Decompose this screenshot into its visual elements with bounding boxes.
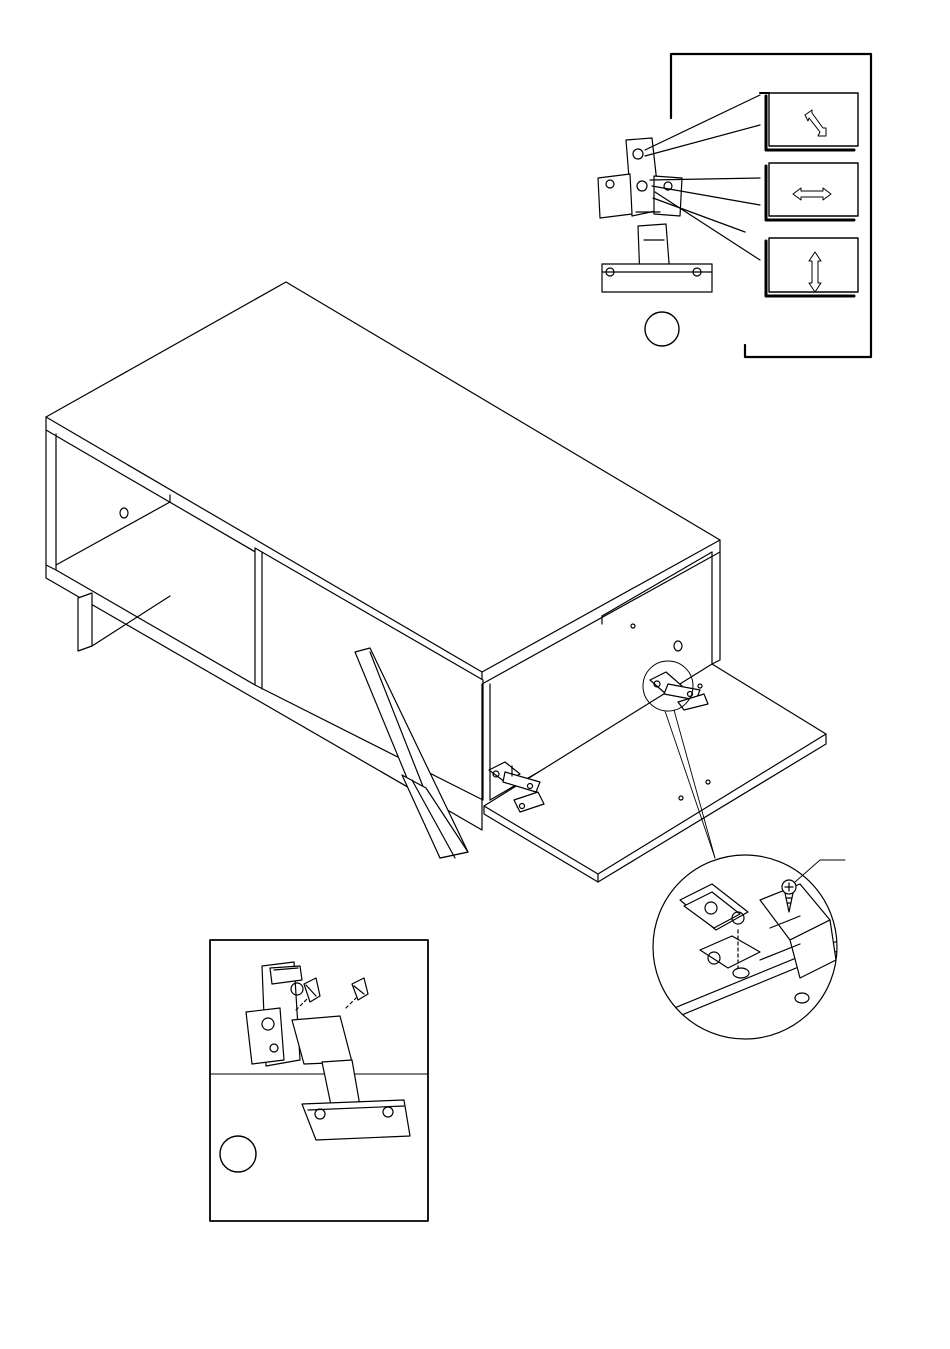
door-panel (484, 664, 826, 874)
hinge-detail-enlarged (650, 855, 845, 1039)
shelf-pin-hole (674, 641, 682, 651)
adjust-tile-height (766, 238, 858, 296)
cabinet-top-panel (46, 282, 720, 672)
cabinet-left-side (46, 430, 56, 570)
hinge-mounting-detail (210, 940, 428, 1221)
drop-down-door (484, 664, 826, 882)
cabinet-right-side (712, 552, 720, 664)
adjust-tile-depth (760, 93, 858, 150)
adjustment-step-marker (645, 312, 679, 346)
shelf-pin-hole (120, 508, 128, 518)
cabinet-leg-left (78, 593, 92, 651)
hinge-adjustment-panel (598, 54, 871, 357)
adjust-tile-side (766, 163, 858, 220)
adjustable-hinge-drawing (598, 138, 712, 292)
